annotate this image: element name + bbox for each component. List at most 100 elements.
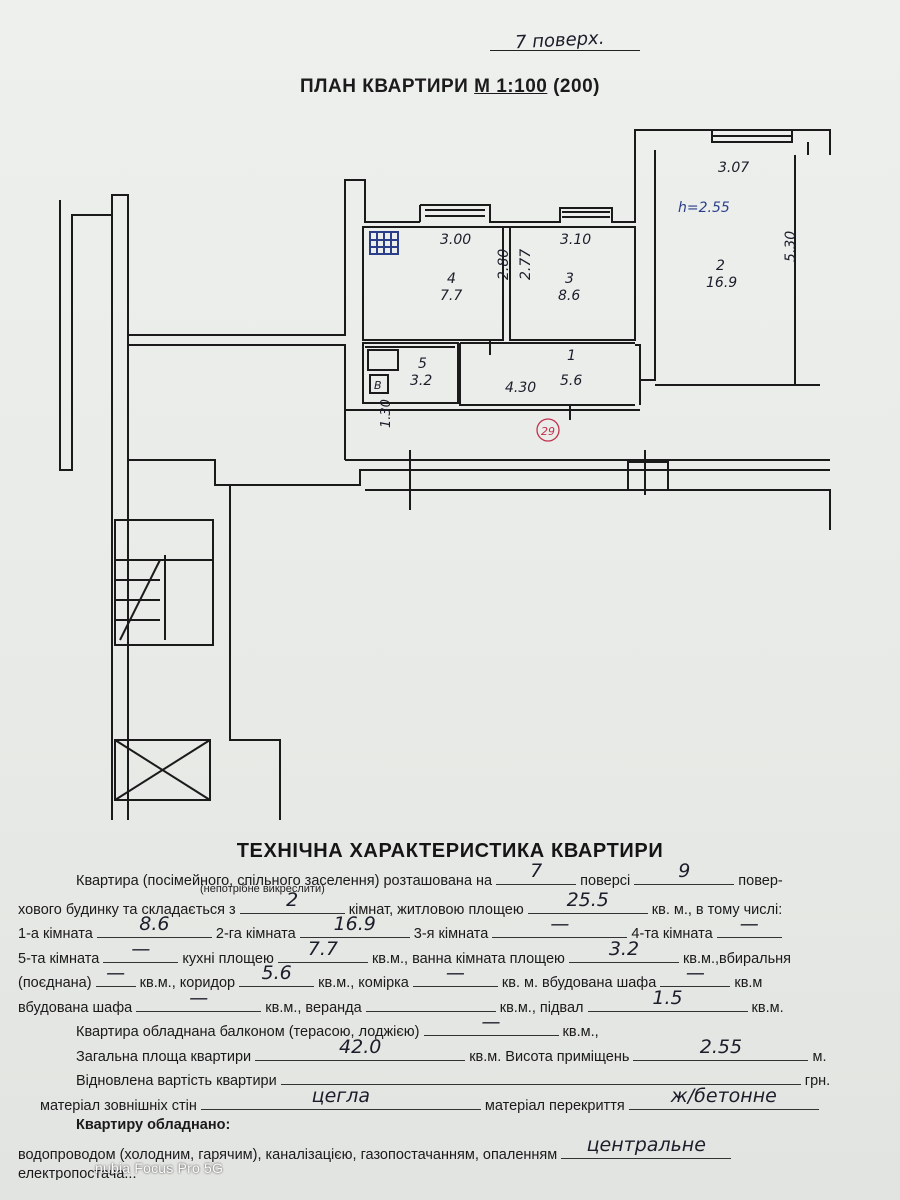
- field-ceiling-height: 2.55: [633, 1036, 809, 1061]
- field-wall-material: цегла: [200, 1085, 481, 1110]
- field-total-area: 42.0: [255, 1036, 466, 1061]
- label: 5-та кімната: [18, 950, 100, 967]
- label: Загальна площа квартири: [76, 1048, 252, 1065]
- equipped-heading: Квартиру обладнано:: [76, 1117, 231, 1133]
- label: грн.: [804, 1073, 831, 1089]
- label: кв.м.,вбиральня: [682, 950, 792, 967]
- field-cellar: 1.5: [587, 987, 748, 1012]
- label: кв.м., комірка: [318, 975, 409, 991]
- apartment-number: 29: [541, 425, 555, 438]
- room3-area: 8.6: [558, 288, 580, 304]
- label: м.: [812, 1048, 827, 1065]
- label: 1-а кімната: [18, 926, 93, 942]
- dim-280: 2.80: [496, 249, 512, 280]
- label: кухні площею: [182, 950, 274, 967]
- form-line-11: Квартиру обладнано:: [18, 1117, 888, 1142]
- field-veranda: [365, 995, 496, 1012]
- label: кв.м., веранда: [265, 999, 362, 1016]
- label: 2-га кімната: [215, 926, 296, 942]
- room4-number: 4: [447, 271, 456, 287]
- label: кв. м., в тому числі:: [651, 901, 783, 918]
- dim-530: 5.30: [783, 231, 799, 262]
- plan-title: ПЛАН КВАРТИРИ М 1:100 (200): [0, 76, 900, 98]
- label: кімнат, житловою площею: [348, 901, 524, 918]
- dim-277: 2.77: [518, 249, 534, 280]
- form-line-12: водопроводом (холодним, гарячим), каналі…: [18, 1134, 888, 1167]
- dim-430: 4.30: [505, 380, 536, 396]
- label: 4-та кімната: [631, 926, 713, 942]
- plan-scale: М 1:100: [474, 76, 548, 97]
- form-line-8: Загальна площа квартири 42.0 кв.м. Висот…: [18, 1036, 888, 1069]
- form-line-10: матеріал зовнішніх стін цегла матеріал п…: [18, 1085, 888, 1118]
- field-rooms: 2: [239, 889, 345, 914]
- room5-area: 3.2: [410, 373, 432, 389]
- form-line-13: електропостача...: [18, 1166, 888, 1180]
- label: матеріал перекриття: [484, 1097, 625, 1114]
- dim-room3-width: 3.10: [560, 232, 591, 248]
- label: кв.м., ванна кімната площею: [371, 950, 565, 967]
- label: водопроводом (холодним, гарячим), каналі…: [18, 1146, 558, 1163]
- field-balcony: —: [423, 1011, 559, 1036]
- field-heating: центральне: [561, 1134, 732, 1159]
- form-line-6: вбудована шафа — кв.м., веранда кв.м., п…: [18, 987, 888, 1020]
- form-line-7: Квартира обладнана балконом (терасою, ло…: [18, 1011, 888, 1044]
- field-floor: 7: [496, 860, 577, 885]
- tech-form: Квартира (посімейного, спільного заселен…: [18, 860, 888, 1180]
- label: вбудована шафа: [18, 999, 133, 1016]
- label: хового будинку та складається з: [18, 901, 236, 918]
- label: кв.м., коридор: [139, 975, 236, 991]
- field-room1: 8.6: [96, 913, 212, 938]
- field-bathroom: 3.2: [568, 938, 679, 963]
- room1-number: 1: [567, 348, 576, 364]
- floor-note-underline: [490, 50, 640, 51]
- label: матеріал зовнішніх стін: [40, 1097, 197, 1114]
- label: кв.м.,: [562, 1024, 599, 1040]
- field-slab-material: ж/бетонне: [628, 1085, 819, 1110]
- dim-room2-width: 3.07: [718, 160, 749, 176]
- floor-plan-drawing: 3.00 3.10 3.07 4 7.7 3 8.6 2 16.9 5 3.2 …: [59, 129, 831, 820]
- field-wc: —: [95, 962, 136, 987]
- label: Відновлена вартість квартири: [76, 1073, 277, 1089]
- room4-area: 7.7: [440, 288, 462, 304]
- form-line-5: (поєднана) — кв.м., коридор 5.6 кв.м., к…: [18, 962, 888, 995]
- field-storeroom: —: [412, 962, 498, 987]
- field-total-floors: 9: [634, 860, 735, 885]
- label: електропостача...: [18, 1166, 137, 1180]
- room3-number: 3: [565, 271, 574, 287]
- form-line-1: Квартира (посімейного, спільного заселен…: [18, 860, 888, 895]
- room5-number: 5: [418, 356, 427, 372]
- field-value: [280, 1068, 801, 1085]
- label: Квартира обладнана балконом (терасою, ло…: [76, 1024, 420, 1040]
- plan-title-sheet: (200): [547, 76, 600, 97]
- form-line-9: Відновлена вартість квартири грн.: [18, 1068, 888, 1093]
- height-note: h=2.55: [678, 200, 730, 216]
- tech-title: ТЕХНІЧНА ХАРАКТЕРИСТИКА КВАРТИРИ: [236, 840, 664, 862]
- label: (поєднана): [18, 975, 92, 991]
- dim-130: 1.30: [379, 399, 394, 428]
- field-kitchen: 7.7: [277, 938, 368, 963]
- room1-area: 5.6: [560, 373, 582, 389]
- field-room3: —: [492, 913, 628, 938]
- field-wardrobe: —: [660, 962, 731, 987]
- label: кв.м., підвал: [499, 999, 584, 1016]
- label: кв.м.: [751, 999, 784, 1016]
- form-line-2: хового будинку та складається з 2 кімнат…: [18, 889, 888, 922]
- field-wardrobe-2: —: [136, 987, 262, 1012]
- label: кв.м. Висота приміщень: [469, 1048, 630, 1065]
- label: повер-: [738, 873, 783, 889]
- plan-title-text: ПЛАН КВАРТИРИ: [300, 76, 475, 97]
- form-line-4: 5-та кімната — кухні площею 7.7 кв.м., в…: [18, 938, 888, 971]
- label: Квартира (посімейного, спільного заселен…: [76, 873, 493, 889]
- camera-watermark: nubia Focus Pro 5G: [95, 1160, 224, 1176]
- form-line-3: 1-а кімната 8.6 2-га кімната 16.9 3-я кі…: [18, 913, 888, 946]
- label: поверсі: [580, 873, 631, 889]
- room2-number: 2: [716, 258, 725, 274]
- hint-strike-note: (непотрібне викреслити): [200, 883, 325, 895]
- room2-area: 16.9: [706, 275, 737, 291]
- field-corridor: 5.6: [239, 962, 315, 987]
- boiler-label: В: [374, 379, 382, 392]
- field-room2: 16.9: [299, 913, 410, 938]
- dim-room4-width: 3.00: [440, 232, 471, 248]
- field-room5: —: [103, 938, 179, 963]
